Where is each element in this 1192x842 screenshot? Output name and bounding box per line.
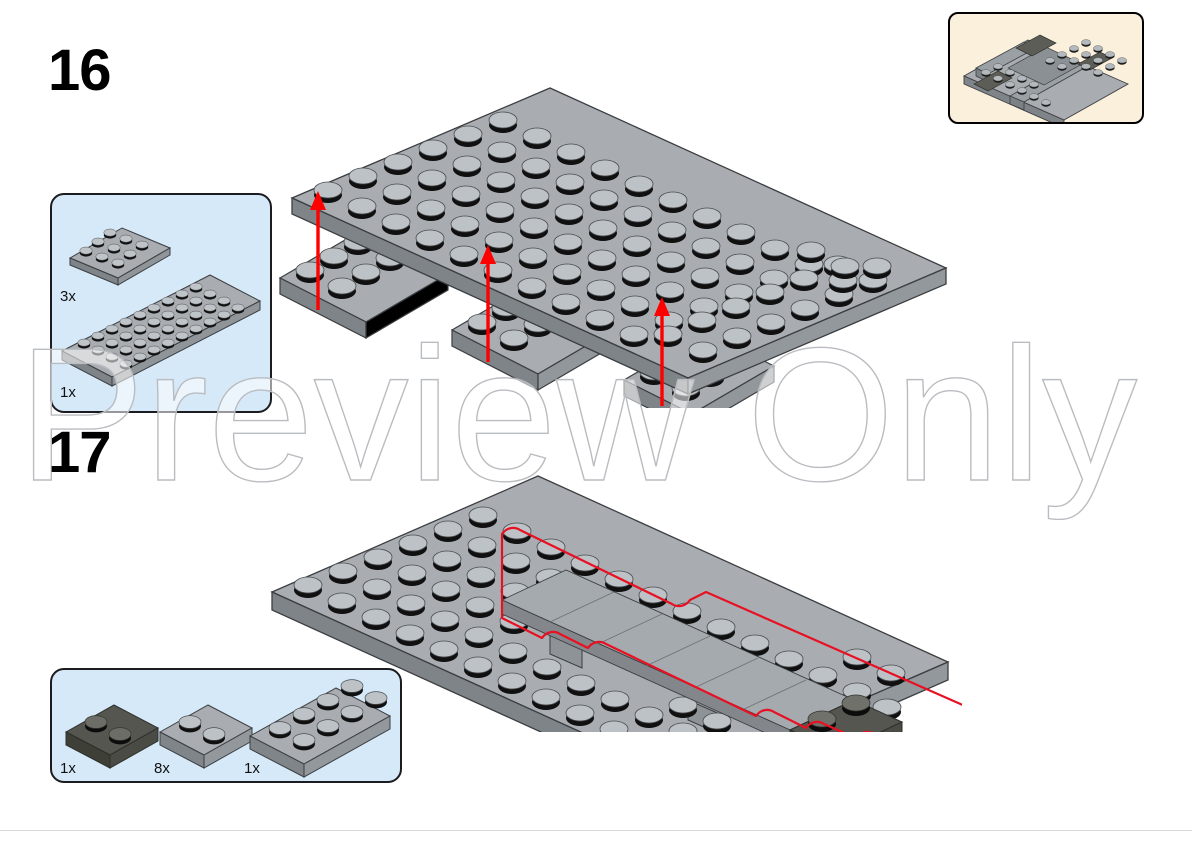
callout-step-16-parts-illustration: 3x (60, 227, 262, 401)
completed-model-preview (948, 12, 1144, 124)
parts-callout-step-17: 1x 8x (50, 668, 402, 783)
callout-part-plate-2x2-dark (64, 704, 160, 769)
step-number-17: 17 (48, 420, 112, 485)
assembly-arrow-right (654, 297, 670, 406)
callout-qty-label: 3x (60, 288, 76, 305)
callout-qty-label: 8x (154, 760, 170, 777)
parts-callout-step-16: 3x (50, 193, 272, 413)
page-divider (0, 830, 1192, 831)
callout-step-17-parts-illustration: 1x 8x (60, 679, 392, 778)
preview-model-illustration (962, 34, 1130, 122)
assembly-step-16-illustration (278, 87, 948, 432)
upper-large-plate (290, 87, 948, 396)
assembly-arrow-left (310, 191, 326, 310)
callout-qty-label: 1x (60, 384, 76, 401)
assembly-arrow-middle (480, 245, 496, 362)
callout-part-plate-2x6 (68, 227, 172, 286)
callout-part-plate-6x16 (60, 274, 262, 387)
callout-qty-label: 1x (60, 760, 76, 777)
callout-part-plate-2x4 (248, 679, 392, 778)
callout-part-plate-2x2 (158, 704, 254, 769)
callout-qty-label: 1x (244, 760, 260, 777)
assembly-step-16 (262, 78, 962, 432)
step-number-16: 16 (48, 38, 112, 103)
